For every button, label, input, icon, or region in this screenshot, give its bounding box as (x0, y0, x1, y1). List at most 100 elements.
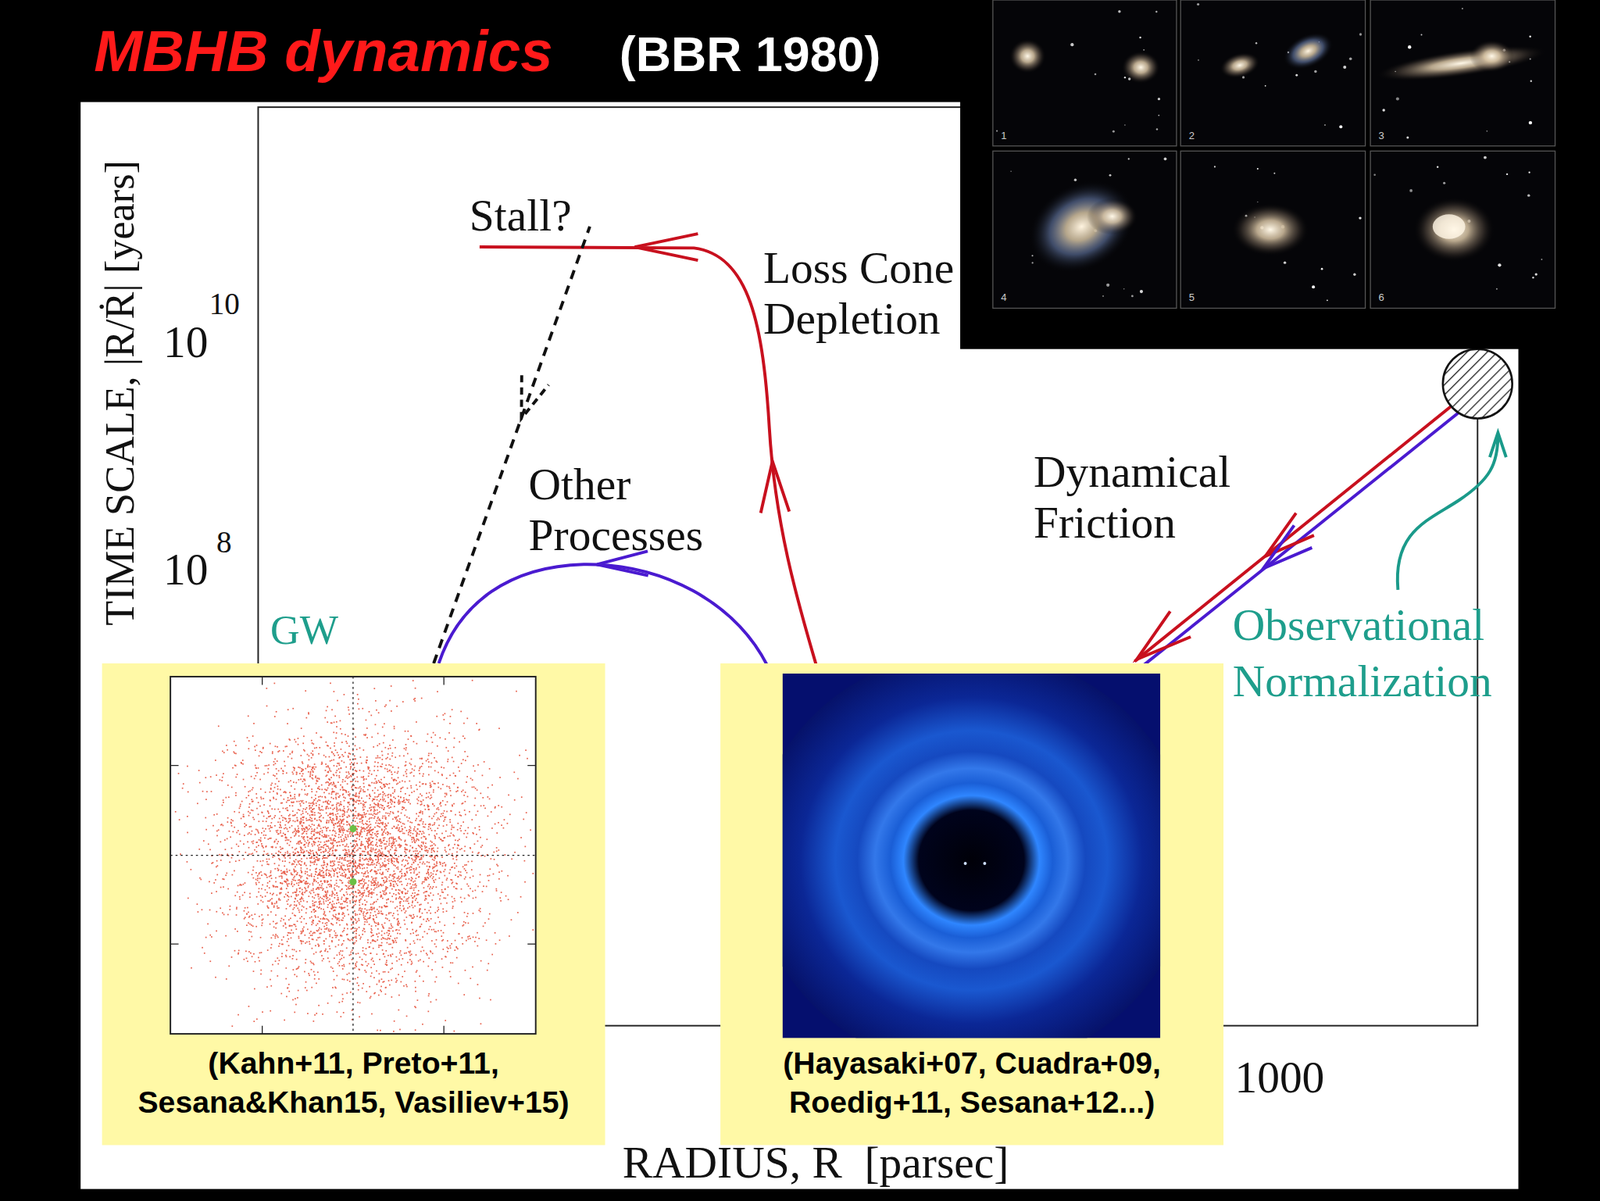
particle (402, 800, 404, 803)
particle (216, 874, 218, 876)
particle (296, 817, 298, 819)
star (1342, 65, 1347, 69)
particle (399, 889, 401, 892)
particle (362, 946, 365, 949)
particle (203, 952, 206, 954)
particle (339, 871, 341, 873)
particle (466, 883, 468, 886)
particle (196, 802, 199, 804)
particle (438, 824, 440, 826)
particle (324, 788, 326, 790)
particle (482, 925, 485, 928)
particle (394, 907, 397, 909)
particle (433, 834, 436, 836)
particle (261, 921, 264, 924)
particle (308, 755, 311, 758)
particle (420, 856, 422, 858)
particle (357, 698, 360, 700)
particle (357, 889, 360, 891)
particle (414, 859, 416, 861)
particle (389, 968, 392, 971)
particle (385, 868, 387, 871)
particle (347, 706, 350, 708)
star (1497, 263, 1501, 267)
particle (378, 944, 380, 947)
particle (364, 837, 367, 840)
particle (252, 786, 254, 789)
particle (373, 802, 375, 804)
particle (376, 835, 379, 838)
particle (375, 922, 378, 925)
curve-label: Stall? (469, 193, 572, 239)
particle (276, 842, 279, 845)
particle (342, 917, 344, 919)
particle (466, 871, 468, 874)
particle (457, 766, 460, 768)
particle (314, 860, 316, 863)
particle (307, 928, 309, 930)
particle (328, 960, 331, 963)
particle (199, 782, 201, 784)
particle (335, 792, 338, 794)
particle (360, 797, 363, 800)
particle (285, 826, 287, 829)
particle (339, 1001, 341, 1004)
particle (182, 782, 185, 785)
star (1156, 128, 1158, 130)
particle (387, 753, 390, 755)
particle (377, 816, 379, 818)
particle (337, 753, 340, 756)
particle (338, 767, 340, 770)
particle (378, 910, 380, 912)
particle (258, 915, 261, 918)
particle (467, 860, 470, 863)
particle (187, 791, 190, 793)
particle (278, 868, 280, 871)
particle (405, 859, 408, 861)
particle (376, 804, 379, 807)
particle (286, 800, 289, 802)
particle (309, 849, 311, 851)
particle (302, 940, 304, 943)
particle (382, 837, 385, 840)
particle (370, 928, 372, 930)
particle (260, 914, 263, 916)
star (1339, 125, 1343, 129)
star (1486, 130, 1488, 132)
particle (267, 767, 270, 770)
particle (394, 939, 397, 942)
particle (297, 778, 300, 781)
particle (325, 769, 327, 772)
particle (283, 760, 286, 763)
particle (314, 747, 316, 750)
particle (382, 815, 384, 818)
particle (410, 829, 412, 832)
particle (418, 772, 421, 775)
particle (343, 807, 346, 810)
particle (304, 808, 307, 811)
particle (413, 775, 415, 777)
particle (394, 797, 397, 800)
particle (342, 823, 345, 825)
particle (343, 965, 346, 968)
particle (435, 885, 438, 888)
particle (274, 715, 276, 718)
particle (379, 868, 382, 871)
particle (385, 881, 387, 883)
particle (339, 776, 341, 779)
particle (279, 830, 282, 833)
particle (482, 885, 485, 887)
particle (403, 970, 406, 972)
particle (463, 921, 465, 923)
particle (305, 842, 308, 844)
particle (302, 898, 304, 900)
particle (307, 885, 310, 887)
star (1314, 70, 1317, 73)
particle (366, 863, 368, 865)
particle (379, 1029, 382, 1032)
particle (374, 815, 376, 818)
particle (451, 878, 454, 881)
particle (365, 778, 368, 780)
particle (275, 778, 278, 780)
particle (375, 848, 378, 850)
